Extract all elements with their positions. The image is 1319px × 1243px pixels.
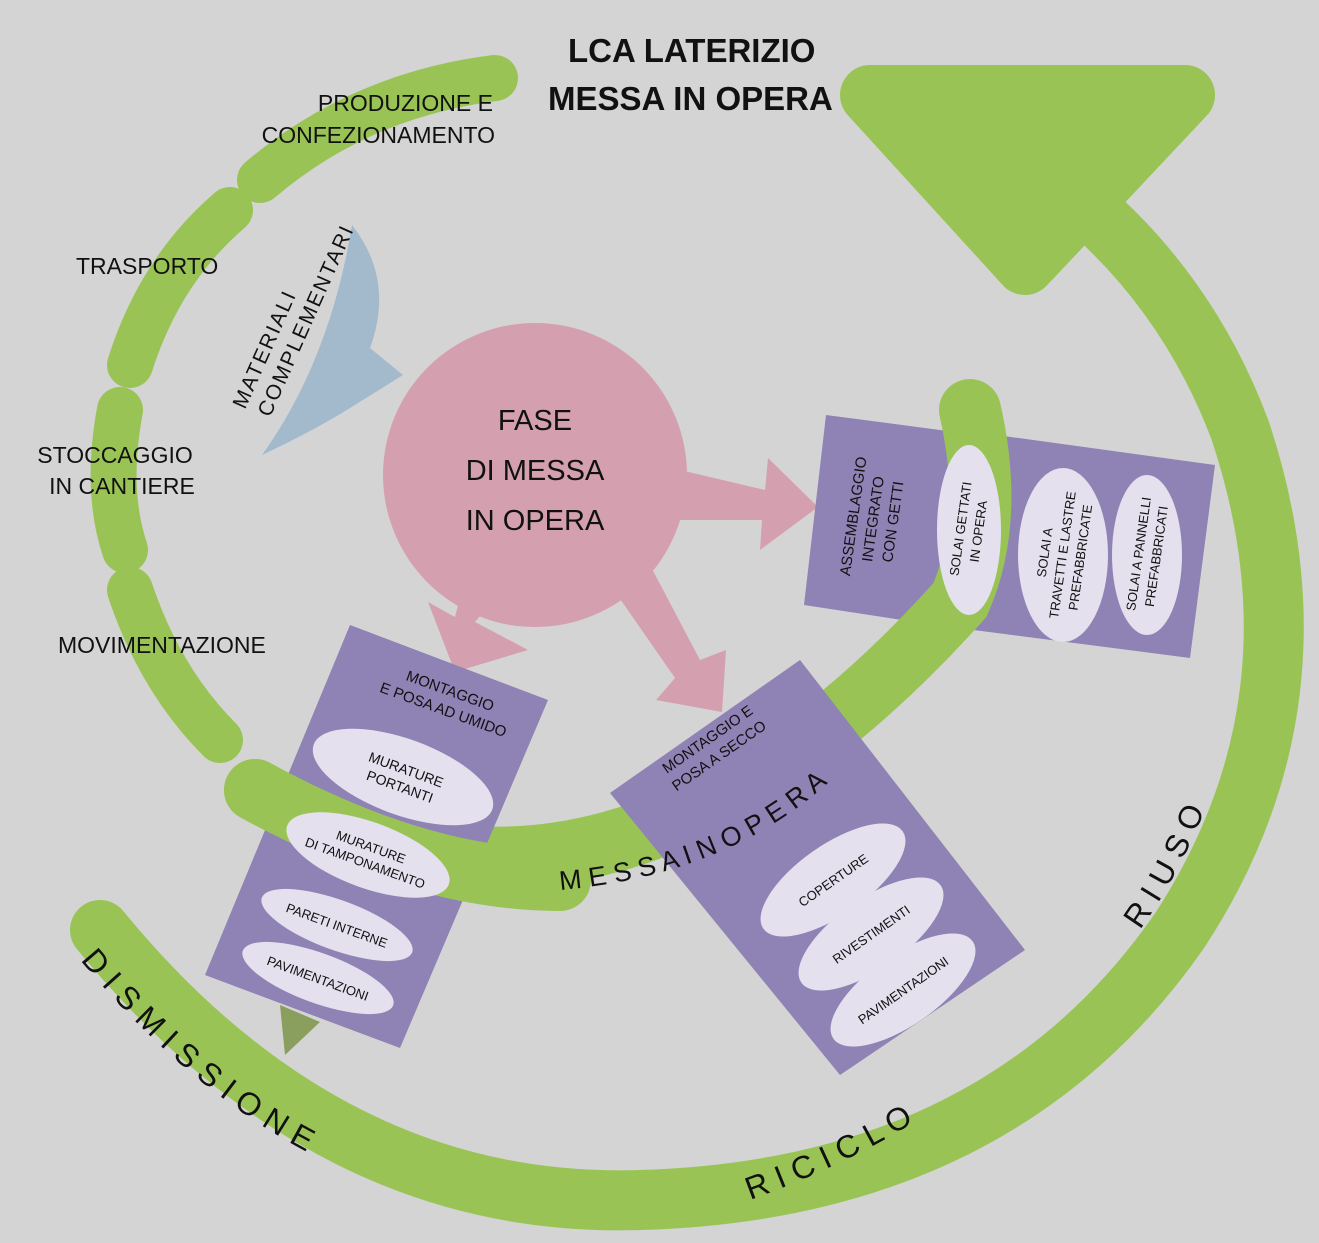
ring-segment-stoccaggio [90,387,148,573]
secco-item-2 [798,877,944,991]
getti-item-2-line-1: SOLAI A [1034,526,1056,578]
materiali-arrow-icon [262,225,403,455]
phase-produzione-1: PRODUZIONE E [318,90,493,116]
center-label-2: DI MESSA [466,455,605,487]
getti-item-1 [937,445,1001,615]
arrow-to-getti-icon [670,458,818,550]
ring-segment-movimentazione [107,567,243,763]
phase-stoccaggio-1: STOCCAGGIO [37,442,193,468]
center-arrows [428,458,818,712]
outer-arrowhead-icon [840,65,1215,295]
center-circle [383,323,687,627]
phase-stoccaggio-2: IN CANTIERE [49,473,195,499]
umido-pointer-icon [280,1005,320,1055]
umido-item-4 [242,941,394,1015]
title-line-1: LCA LATERIZIO [568,32,815,69]
secco-item-1 [760,823,906,937]
center-label-3: IN OPERA [466,505,605,537]
getti-item-2 [1018,468,1108,642]
title-line-2: MESSA IN OPERA [548,80,833,117]
phase-produzione-2: CONFEZIONAMENTO [262,122,495,148]
umido-item-1 [312,728,494,826]
arrow-to-secco-icon [600,565,726,712]
ring-segment-trasporto [107,187,253,388]
umido-item-3 [261,888,413,962]
lifecycle-ring [90,55,518,763]
phase-trasporto: TRASPORTO [76,253,218,279]
umido-item-2 [286,812,450,898]
secco-item-3 [830,933,976,1047]
ring-segment-produzione [237,55,518,203]
outer-arrow-arc [70,140,1304,1231]
getti-item-3 [1112,475,1182,635]
getti-panel-front [804,415,955,625]
phase-movimentazione: MOVIMENTAZIONE [58,632,266,658]
center-label-1: FASE [498,405,572,437]
